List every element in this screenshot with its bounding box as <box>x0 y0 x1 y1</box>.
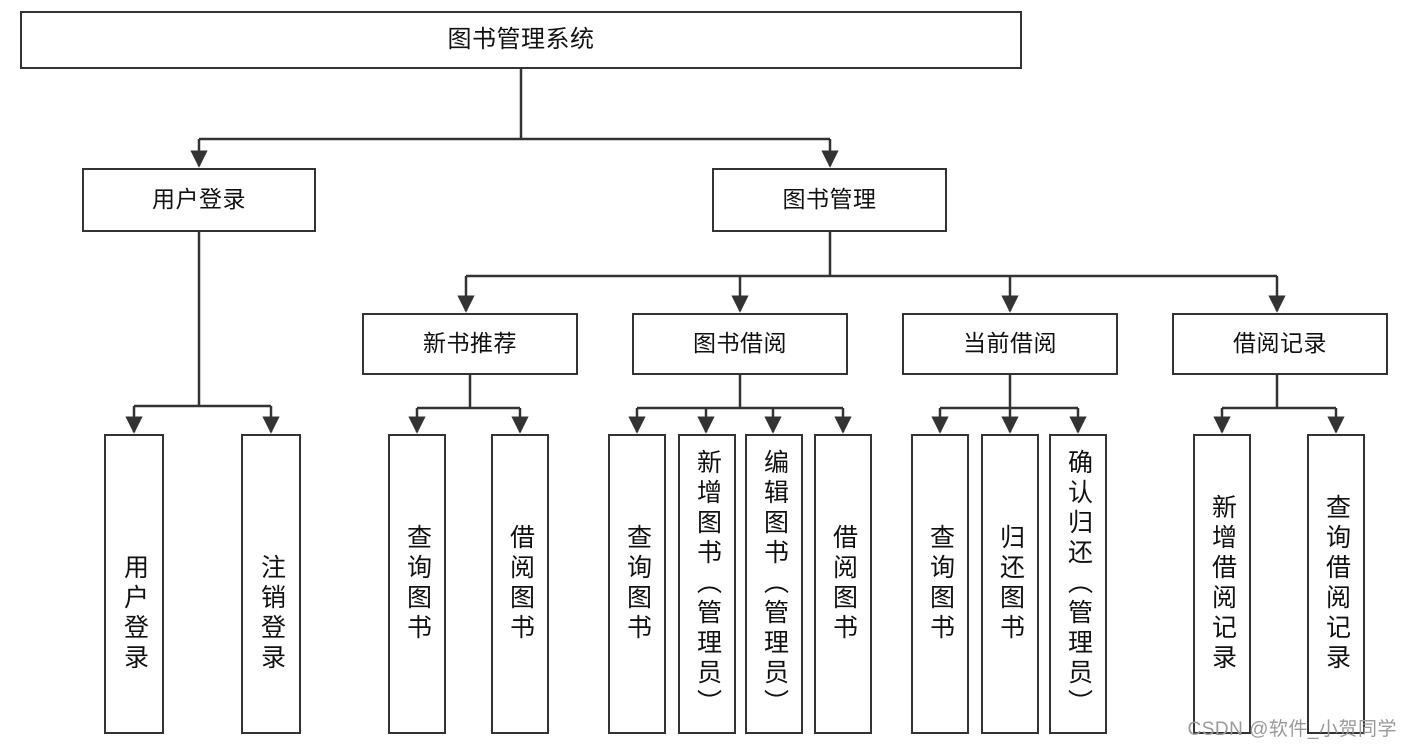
node-leaf-query-record[interactable]: 查询借阅记录 <box>1307 434 1365 734</box>
node-leaf-add-record-label: 新增借阅记录 <box>1208 494 1237 674</box>
node-user-login[interactable]: 用户登录 <box>82 168 316 232</box>
node-leaf-query-book-1[interactable]: 查询图书 <box>388 434 446 734</box>
node-borrow-record[interactable]: 借阅记录 <box>1172 313 1388 375</box>
node-leaf-confirm-return[interactable]: 确认归还（管理员） <box>1049 434 1107 734</box>
node-leaf-query-book-3-label: 查询图书 <box>926 524 955 644</box>
node-book-manage-label: 图书管理 <box>782 186 877 213</box>
node-leaf-user-login[interactable]: 用户登录 <box>104 434 164 734</box>
node-root-label: 图书管理系统 <box>447 25 595 53</box>
node-leaf-query-record-label: 查询借阅记录 <box>1322 494 1351 674</box>
node-leaf-user-logout-label: 注销登录 <box>257 554 286 674</box>
node-root[interactable]: 图书管理系统 <box>20 11 1022 69</box>
node-leaf-query-book-1-label: 查询图书 <box>403 524 432 644</box>
node-leaf-user-logout[interactable]: 注销登录 <box>241 434 301 734</box>
node-leaf-query-book-3[interactable]: 查询图书 <box>911 434 969 734</box>
node-current-borrow-label: 当前借阅 <box>963 330 1057 357</box>
node-leaf-edit-book-label: 编辑图书（管理员） <box>760 449 789 719</box>
watermark-text: CSDN @软件_小贺同学 <box>1187 719 1397 740</box>
node-new-book-rec-label: 新书推荐 <box>423 330 517 357</box>
node-user-login-label: 用户登录 <box>152 186 246 213</box>
node-leaf-return-book[interactable]: 归还图书 <box>981 434 1039 734</box>
node-current-borrow[interactable]: 当前借阅 <box>902 313 1118 375</box>
node-leaf-query-book-2[interactable]: 查询图书 <box>608 434 666 734</box>
node-leaf-user-login-label: 用户登录 <box>120 554 149 674</box>
node-book-borrow-label: 图书借阅 <box>693 330 787 357</box>
node-book-borrow[interactable]: 图书借阅 <box>632 313 848 375</box>
node-leaf-add-record[interactable]: 新增借阅记录 <box>1193 434 1251 734</box>
node-leaf-add-book[interactable]: 新增图书（管理员） <box>678 434 736 734</box>
node-leaf-borrow-book-2[interactable]: 借阅图书 <box>814 434 872 734</box>
node-leaf-query-book-2-label: 查询图书 <box>623 524 652 644</box>
node-leaf-borrow-book-1-label: 借阅图书 <box>506 524 535 644</box>
node-leaf-borrow-book-2-label: 借阅图书 <box>829 524 858 644</box>
node-leaf-borrow-book-1[interactable]: 借阅图书 <box>491 434 549 734</box>
node-borrow-record-label: 借阅记录 <box>1233 330 1327 357</box>
node-book-manage[interactable]: 图书管理 <box>712 168 947 232</box>
node-leaf-add-book-label: 新增图书（管理员） <box>693 449 722 719</box>
node-leaf-edit-book[interactable]: 编辑图书（管理员） <box>745 434 803 734</box>
node-leaf-confirm-return-label: 确认归还（管理员） <box>1064 449 1093 719</box>
node-new-book-rec[interactable]: 新书推荐 <box>362 313 578 375</box>
node-leaf-return-book-label: 归还图书 <box>996 524 1025 644</box>
